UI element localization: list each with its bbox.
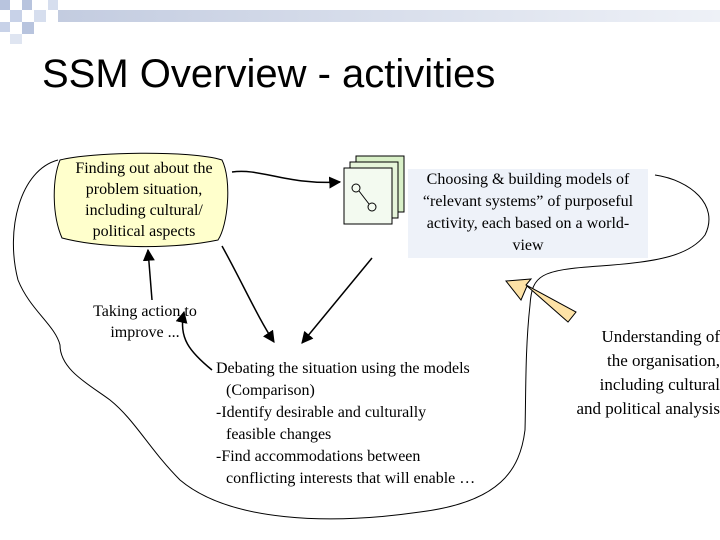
finding-out-line: including cultural/ [85,202,203,219]
arrow-to-debating [301,257,373,344]
models-stack-icon [343,155,405,225]
debating-line: Debating the situation using the models [216,360,470,377]
taking-action-text: Taking action to improve ... [70,301,220,343]
debating-line: conflicting interests that will enable … [226,470,476,487]
choosing-line: view [512,237,544,254]
finding-out-line: political aspects [92,223,196,240]
debating-line: (Comparison) [226,382,315,399]
understanding-line: Understanding of [601,327,720,346]
finding-out-line: Finding out about the [75,160,213,177]
debating-text: Debating the situation using the models … [216,358,511,490]
understanding-line: including cultural [599,375,720,394]
taking-action-line: Taking action to [93,303,197,320]
arrow-to-taking-action [175,310,213,371]
understanding-line: the organisation, [607,351,720,370]
finding-out-text: Finding out about the problem situation,… [60,158,228,242]
choosing-line: activity, each based on a world- [426,215,630,232]
understanding-text: Understanding of the organisation, inclu… [538,325,720,421]
finding-out-blob [53,152,229,248]
enclosing-loop [12,159,710,520]
debating-line: -Find accommodations between [216,448,421,465]
choosing-line: Choosing & building models of [426,171,630,188]
choosing-text: Choosing & building models of “relevant … [408,169,648,258]
slide-title: SSM Overview - activities [42,52,496,96]
understanding-big-arrow [505,278,577,323]
debating-line: -Identify desirable and culturally [216,404,427,421]
taking-action-line: improve ... [110,324,180,341]
arrow-finding-to-debating [221,245,275,343]
finding-out-line: problem situation, [85,181,203,198]
arrow-to-models [231,170,342,189]
debating-line: feasible changes [226,426,332,443]
choosing-line: “relevant systems” of purposeful [422,193,634,210]
decorative-header [0,0,720,44]
arrow-to-finding [142,248,155,301]
understanding-line: and political analysis [576,399,720,418]
